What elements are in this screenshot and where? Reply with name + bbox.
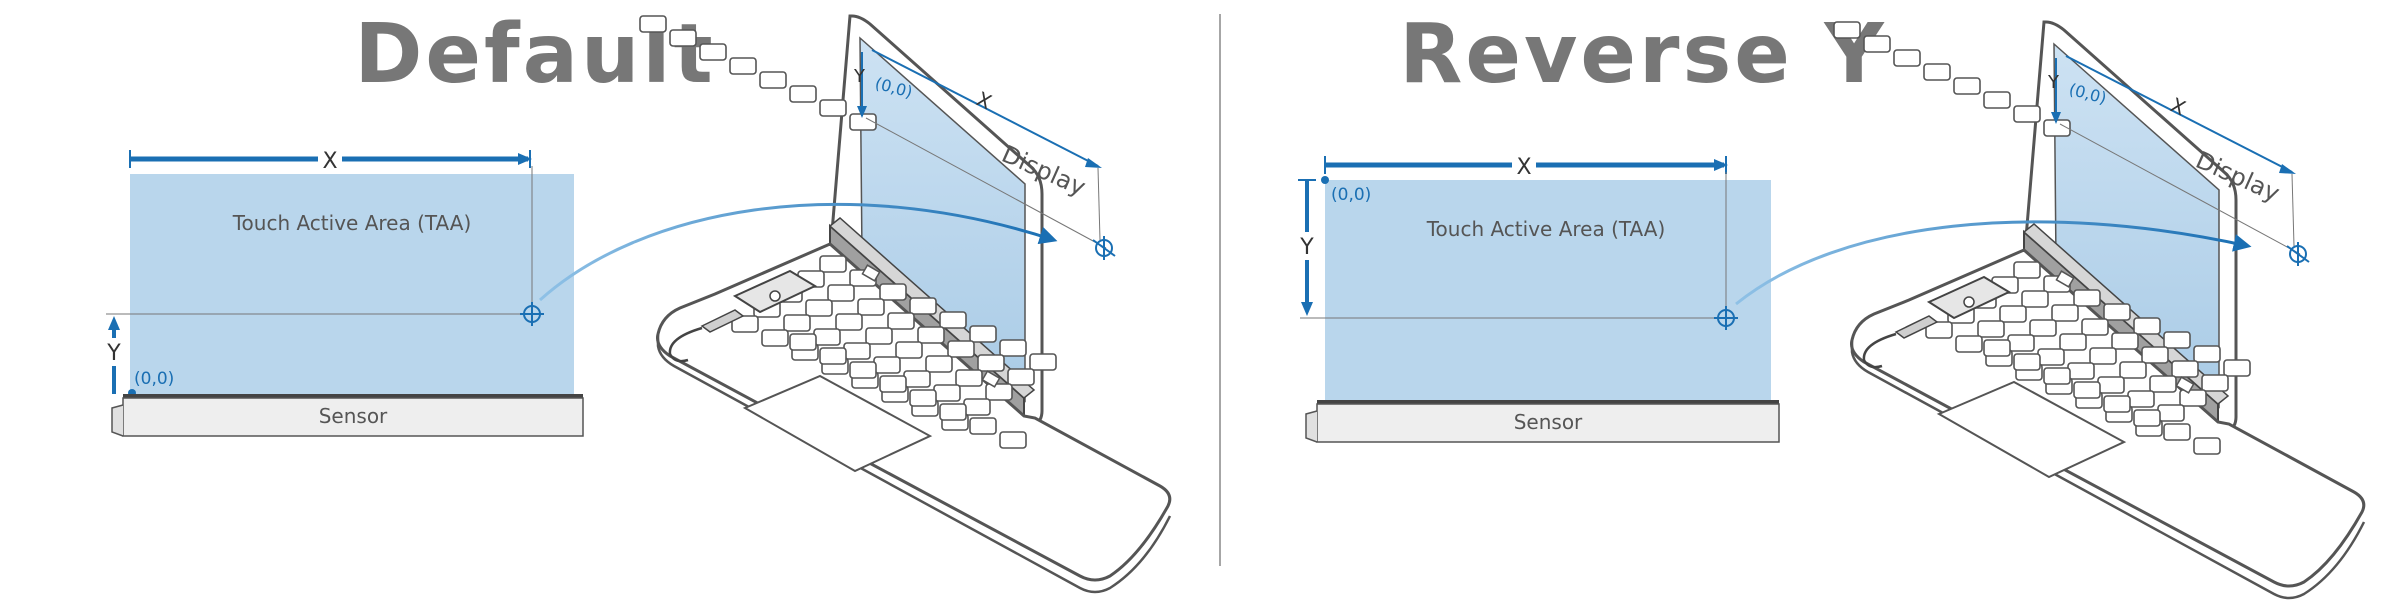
y-axis-label: Y xyxy=(106,341,121,366)
sensor-edge xyxy=(123,394,583,398)
display-x-axis-arrow xyxy=(871,49,1099,167)
y-arrowhead xyxy=(108,316,120,330)
display-x-arrowhead xyxy=(1085,158,1102,168)
sensor-edge xyxy=(1317,400,1779,404)
taa-label: Touch Active Area (TAA) xyxy=(232,211,472,235)
y-label-bg xyxy=(1297,232,1317,260)
x-axis-label: X xyxy=(1516,155,1531,180)
display-x-label: X xyxy=(2167,93,2190,121)
display-x-arrowhead xyxy=(2279,164,2296,174)
y-arrowhead xyxy=(1301,302,1313,316)
sensor-bar xyxy=(122,397,584,437)
mapping-arrow xyxy=(1735,220,2252,306)
display-y-arrowhead xyxy=(857,106,867,118)
x-arrowhead xyxy=(1714,159,1728,171)
x-arrowhead xyxy=(518,153,532,165)
display-target-crosshair-icon xyxy=(1092,236,1116,260)
touch-active-area xyxy=(130,174,574,394)
sensor-label: Sensor xyxy=(1514,410,1583,434)
x-axis-label: X xyxy=(322,149,337,174)
laptop-illustration xyxy=(1834,22,2364,598)
display-y-label: Y xyxy=(853,66,866,87)
display-x-label: X xyxy=(973,87,996,115)
origin-label: (0,0) xyxy=(134,369,174,389)
origin-label: (0,0) xyxy=(1331,185,1371,205)
x-label-bg xyxy=(318,146,342,172)
sensor-flex-connector xyxy=(1305,410,1318,443)
target-crosshair-icon xyxy=(520,302,544,326)
panel-title: Reverse Y xyxy=(1399,7,1887,102)
taa-label: Touch Active Area (TAA) xyxy=(1426,217,1666,241)
y-label-bg xyxy=(104,338,124,366)
display-x-axis-arrow xyxy=(2065,55,2293,173)
sensor-label: Sensor xyxy=(319,404,388,428)
target-crosshair-icon xyxy=(1714,306,1738,330)
origin-dot xyxy=(1321,176,1329,184)
y-axis-label: Y xyxy=(1299,235,1314,260)
panel-default: Default Touch Active Area (TAA) X Y (0,0… xyxy=(104,7,1170,592)
display-y-label: Y xyxy=(2047,72,2060,93)
touch-active-area xyxy=(1325,180,1771,400)
panel-reverse-y: Reverse Y Touch Active Area (TAA) X Y (0… xyxy=(1297,7,2364,598)
laptop-illustration xyxy=(640,16,1170,592)
x-label-bg xyxy=(1512,152,1536,178)
display-target-crosshair-icon xyxy=(2286,242,2310,266)
display-y-arrowhead xyxy=(2051,112,2061,124)
mapping-arrow xyxy=(538,202,1058,302)
sensor-flex-connector xyxy=(111,404,124,437)
